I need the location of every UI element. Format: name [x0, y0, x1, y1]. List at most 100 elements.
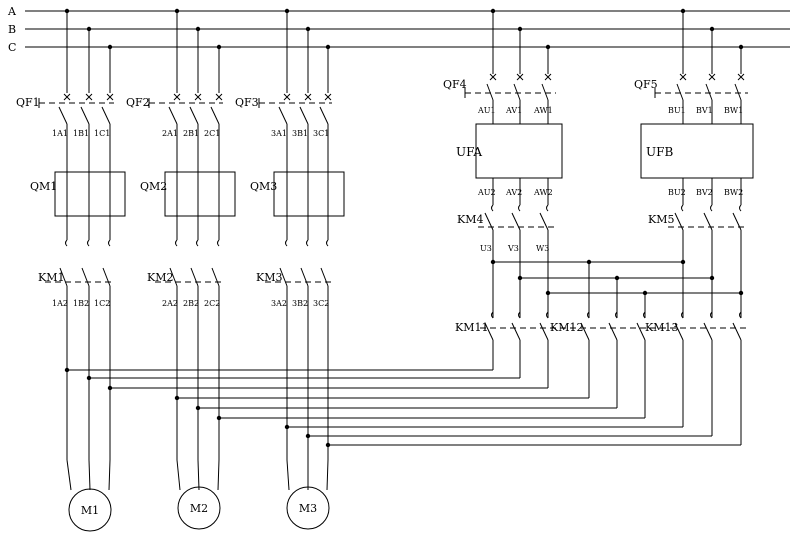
- contact-hook-184: [739, 311, 742, 319]
- motor-m1-symbol: [68, 488, 112, 532]
- junction-dot-27: [174, 395, 180, 401]
- contact-hook-180: [681, 311, 684, 319]
- motor-label-m2: M2: [190, 502, 208, 515]
- terminal-2b1: 2B1: [183, 129, 199, 138]
- contactor-label-km5: KM5: [648, 213, 674, 226]
- wire-segment-18: [81, 267, 90, 287]
- terminal-aw2: AW2: [533, 188, 553, 197]
- wire-segment-177: [608, 322, 618, 341]
- contactor-label-km13: KM13: [645, 321, 678, 334]
- terminal-2a1: 2A1: [162, 129, 178, 138]
- terminal-1b2: 1B2: [73, 299, 89, 308]
- wire-segment-53: [197, 459, 200, 491]
- wire-segment-38: [173, 93, 181, 101]
- junction-dot-2: [107, 44, 113, 50]
- module-qm3-box: [273, 171, 345, 217]
- terminal-bu2: BU2: [668, 188, 686, 197]
- junction-dot-18: [709, 275, 715, 281]
- contactor-label-km1: KM1: [38, 271, 64, 284]
- wire-segment-169: [484, 322, 494, 341]
- contact-hook-126: [546, 204, 549, 212]
- wire-segment-105: [486, 83, 494, 101]
- contact-hook-174: [587, 311, 590, 319]
- module-label-qm3: QM3: [250, 180, 277, 193]
- wire-segment-183: [703, 322, 713, 341]
- terminal-2b2: 2B2: [183, 299, 199, 308]
- terminal-2c1: 2C1: [204, 129, 220, 138]
- drive-ufa-box: [475, 123, 563, 179]
- junction-dot-14: [738, 44, 744, 50]
- wiring: [25, 10, 790, 491]
- drive-label-ufb: UFB: [646, 145, 673, 159]
- breaker-label-qf1: QF1: [16, 96, 40, 109]
- wire-segment-104: [489, 73, 497, 81]
- terminal-1a2: 1A2: [52, 299, 68, 308]
- wire-segment-127: [539, 212, 549, 231]
- junction-dot-1: [86, 26, 92, 32]
- motor-m2-symbol: [177, 486, 221, 530]
- contact-hook-8: [65, 239, 68, 247]
- wire-segment-29: [108, 459, 111, 491]
- junction-dot-11: [545, 44, 551, 50]
- wire-segment-51: [190, 267, 199, 287]
- contact-hook-138: [681, 204, 684, 212]
- wire-segment-152: [737, 73, 745, 81]
- wire-segment-89: [324, 93, 332, 101]
- drive-ufb-box: [640, 123, 754, 179]
- contact-hook-117: [518, 204, 521, 212]
- terminal-3b1: 3B1: [292, 129, 308, 138]
- junction-dots: [64, 8, 744, 448]
- junction-dot-16: [680, 259, 686, 265]
- junction-dot-31: [305, 433, 311, 439]
- wire-segment-84: [300, 267, 309, 287]
- motor-m3-symbol: [286, 486, 330, 530]
- terminal-bv1: BV1: [696, 106, 713, 115]
- junction-dot-17: [517, 275, 523, 281]
- terminal-2a2: 2A2: [162, 299, 178, 308]
- terminal-3c2: 3C2: [313, 299, 329, 308]
- contactor-label-km12: KM12: [550, 321, 583, 334]
- terminal-1c1: 1C1: [94, 129, 110, 138]
- terminal-3b2: 3B2: [292, 299, 308, 308]
- junction-dot-3: [174, 8, 180, 14]
- contactor-label-km11: KM11: [455, 321, 488, 334]
- contact-hook-172: [546, 311, 549, 319]
- wire-segment-90: [319, 106, 329, 125]
- contact-hook-168: [491, 311, 494, 319]
- terminal-aw1: AW1: [533, 106, 553, 115]
- terminal-bu1: BU1: [668, 106, 686, 115]
- wire-segment-171: [511, 322, 521, 341]
- mechanical-links: [39, 92, 748, 329]
- wire-segment-23: [106, 93, 114, 101]
- wire-segment-77: [286, 459, 290, 491]
- wire-segment-93: [320, 267, 329, 287]
- bus-label-b: B: [8, 23, 16, 36]
- wire-segment-27: [102, 267, 111, 287]
- motor-label-m1: M1: [81, 504, 99, 517]
- terminal-w3: W3: [536, 244, 549, 253]
- contact-hook-74: [285, 239, 288, 247]
- terminal-1c2: 1C2: [94, 299, 110, 308]
- junction-dot-13: [709, 26, 715, 32]
- wire-segment-122: [544, 73, 552, 81]
- wire-segment-80: [304, 93, 312, 101]
- terminal-3a1: 3A1: [271, 129, 287, 138]
- wire-segment-57: [210, 106, 220, 125]
- motor-label-m3: M3: [299, 502, 317, 515]
- wire-segment-75: [279, 267, 288, 287]
- wire-segment-56: [215, 93, 223, 101]
- junction-dot-28: [195, 405, 201, 411]
- module-label-qm2: QM2: [140, 180, 167, 193]
- terminal-u3: U3: [480, 244, 492, 253]
- wire-segment-47: [194, 93, 202, 101]
- terminal-bv2: BV2: [696, 188, 713, 197]
- junction-dot-32: [325, 442, 331, 448]
- contact-hook-178: [643, 311, 646, 319]
- junction-dot-20: [738, 290, 744, 296]
- wire-segment-9: [59, 267, 68, 287]
- terminal-bw1: BW1: [724, 106, 743, 115]
- wire-segment-153: [734, 83, 742, 101]
- junction-dot-6: [284, 8, 290, 14]
- wire-segment-14: [85, 93, 93, 101]
- wire-segment-179: [636, 322, 646, 341]
